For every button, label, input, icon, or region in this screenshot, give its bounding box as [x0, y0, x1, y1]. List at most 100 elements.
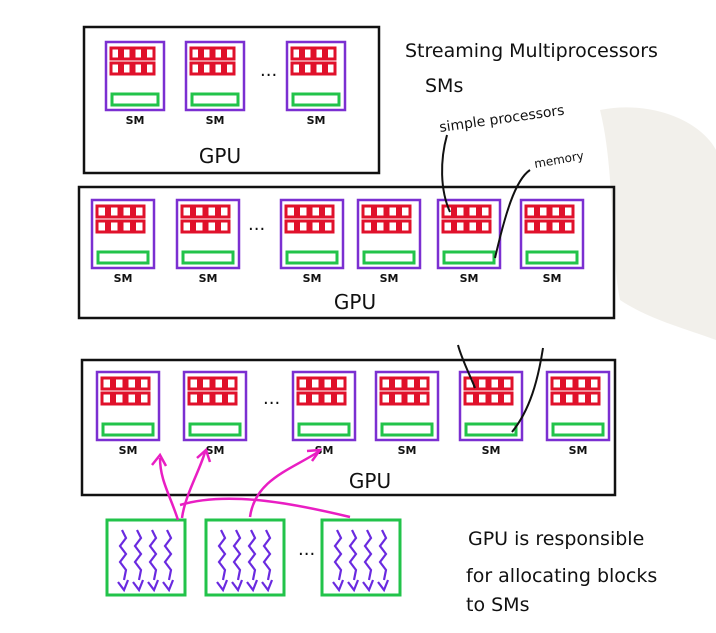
- thread-arrowhead: [332, 579, 345, 593]
- processor-core: [125, 376, 138, 391]
- thread-arrowhead: [162, 579, 175, 593]
- processor-core: [309, 219, 322, 234]
- arrow-block1-to-sm2: [180, 451, 207, 519]
- shared-memory: [362, 250, 416, 265]
- sm-bottom-5: SM: [458, 370, 524, 457]
- sm-bottom-6: SM: [545, 370, 611, 457]
- processor-core: [501, 391, 514, 406]
- processor-core: [113, 391, 126, 406]
- processor-core: [417, 391, 430, 406]
- processor-core: [296, 391, 309, 406]
- processor-core: [225, 391, 238, 406]
- processor-core: [296, 376, 309, 391]
- sm-bottom-4: SM: [374, 370, 440, 457]
- processor-core: [132, 61, 144, 76]
- shared-memory: [285, 250, 339, 265]
- processor-core: [200, 391, 213, 406]
- heading-line2: SMs: [425, 75, 463, 97]
- hand-shadow: [600, 107, 716, 340]
- thread-squiggle: [118, 529, 128, 581]
- processor-core: [334, 376, 347, 391]
- thread-arrowhead: [362, 579, 375, 593]
- thread-block-3: [320, 518, 402, 597]
- sm-label: SM: [543, 272, 562, 285]
- thread-block-2: [204, 518, 286, 597]
- shared-memory: [188, 422, 242, 437]
- processor-core: [113, 376, 126, 391]
- processor-core: [201, 46, 213, 61]
- gpu-frame-bottom: [80, 358, 617, 497]
- processor-core: [302, 61, 314, 76]
- processor-core: [225, 376, 238, 391]
- sm-bottom-3: SM: [291, 370, 357, 457]
- shared-memory: [442, 250, 496, 265]
- thread-arrowhead: [347, 579, 360, 593]
- processor-core: [479, 204, 492, 219]
- gpu-frame-middle: [77, 185, 616, 320]
- processor-core: [200, 376, 213, 391]
- processor-core: [121, 61, 133, 76]
- processor-core: [284, 204, 297, 219]
- caption-line3: to SMs: [466, 594, 529, 616]
- gpu-label-middle: GPU: [334, 290, 376, 314]
- processor-core: [562, 219, 575, 234]
- processor-core: [325, 46, 337, 61]
- sm-label: SM: [398, 444, 417, 457]
- sm-label: SM: [114, 272, 133, 285]
- processor-core: [392, 376, 405, 391]
- processor-core: [133, 204, 146, 219]
- processor-core: [334, 391, 347, 406]
- processor-core: [549, 204, 562, 219]
- sm-label: SM: [119, 444, 138, 457]
- shared-memory: [96, 250, 150, 265]
- sm-label: SM: [126, 114, 145, 127]
- sm-label: SM: [482, 444, 501, 457]
- processor-core: [322, 219, 335, 234]
- thread-squiggle: [232, 529, 242, 581]
- thread-squiggle: [148, 529, 158, 581]
- processor-core: [537, 219, 550, 234]
- processor-core: [466, 219, 479, 234]
- sm-outline: [545, 370, 611, 442]
- processor-core: [309, 376, 322, 391]
- heading-line1: Streaming Multiprocessors: [405, 40, 658, 62]
- processor-core: [121, 46, 133, 61]
- processor-core: [417, 376, 430, 391]
- processor-core: [100, 391, 113, 406]
- processor-core: [180, 204, 193, 219]
- processor-core: [313, 61, 325, 76]
- ellipsis-bottom: ...: [263, 388, 280, 409]
- sm-label: SM: [315, 444, 334, 457]
- processor-core: [537, 204, 550, 219]
- processor-core: [95, 219, 108, 234]
- processor-core: [588, 376, 601, 391]
- processor-core: [466, 204, 479, 219]
- processor-core: [212, 391, 225, 406]
- processor-core: [325, 61, 337, 76]
- processor-core: [463, 391, 476, 406]
- sm-middle-2: SM: [175, 198, 241, 285]
- ellipsis-middle: ...: [248, 214, 265, 235]
- shared-memory: [181, 250, 235, 265]
- label-simple-processors: simple processors: [438, 103, 565, 136]
- sm-outline: [374, 370, 440, 442]
- processor-core: [313, 46, 325, 61]
- pointer-memory: [494, 169, 531, 259]
- block-outline: [204, 518, 286, 597]
- sm-outline: [184, 40, 246, 112]
- processor-core: [224, 46, 236, 61]
- processor-core: [476, 376, 489, 391]
- processor-core: [297, 204, 310, 219]
- sm-middle-6: SM: [519, 198, 585, 285]
- shared-memory: [297, 422, 351, 437]
- sm-outline: [458, 370, 524, 442]
- thread-squiggle: [133, 529, 143, 581]
- processor-core: [205, 219, 218, 234]
- processor-core: [187, 391, 200, 406]
- sm-label: SM: [206, 444, 225, 457]
- processor-core: [374, 219, 387, 234]
- thread-squiggle: [247, 529, 257, 581]
- sm-label: SM: [307, 114, 326, 127]
- processor-core: [189, 46, 201, 61]
